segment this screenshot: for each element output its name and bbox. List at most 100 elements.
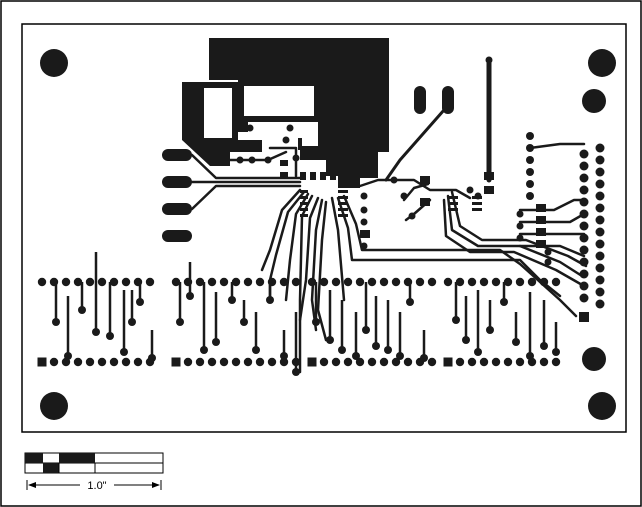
smd-pad: [484, 186, 494, 194]
via: [486, 326, 494, 334]
dip-pin: [415, 277, 425, 287]
dip-pin: [491, 277, 501, 287]
power-pour-center: [320, 84, 360, 160]
header-pin: [579, 161, 589, 171]
header-pin: [579, 185, 589, 195]
dip-pin: [515, 277, 525, 287]
dip-pin: [243, 277, 253, 287]
via: [282, 136, 290, 144]
mounting-hole-bottom-left: [40, 392, 68, 420]
header-pin: [579, 173, 589, 183]
dip-pin: [467, 277, 477, 287]
via: [516, 210, 524, 218]
dip-pin: [207, 277, 217, 287]
via: [360, 206, 368, 214]
mounting-holes: [40, 49, 616, 420]
header-pin: [595, 155, 605, 165]
mounting-hole-right-upper: [582, 89, 606, 113]
dip-pin: [133, 357, 143, 367]
smd-pad: [536, 228, 546, 236]
dip-pin: [171, 277, 181, 287]
dip-pin: [307, 277, 317, 287]
via: [360, 218, 368, 226]
dip-pin: [331, 357, 341, 367]
header-pin: [526, 132, 534, 140]
dip-pin: [255, 277, 265, 287]
header-pin: [579, 281, 589, 291]
dip-pin: [109, 277, 119, 287]
dip-pin: [319, 357, 329, 367]
via: [92, 328, 100, 336]
header-pin: [595, 191, 605, 201]
dip-pin: [267, 357, 277, 367]
via: [312, 318, 320, 326]
dip-pin: [467, 357, 477, 367]
via: [292, 154, 300, 162]
header-pin: [579, 293, 589, 303]
header-pin: [595, 239, 605, 249]
dip-pin: [391, 357, 401, 367]
via: [64, 352, 72, 360]
via: [236, 156, 244, 164]
dip-pin: [97, 357, 107, 367]
header-pin: [595, 143, 605, 153]
via: [360, 242, 368, 250]
via: [338, 346, 346, 354]
via: [390, 176, 398, 184]
board-outline: [21, 23, 627, 433]
dip-pin: [455, 357, 465, 367]
via: [372, 342, 380, 350]
header-pin: [595, 287, 605, 297]
via: [280, 352, 288, 360]
via: [466, 186, 474, 194]
via: [500, 298, 508, 306]
dip-pin: [455, 277, 465, 287]
smd-pad: [280, 160, 288, 166]
pour-cutouts: [204, 86, 318, 146]
dip-pin: [539, 357, 549, 367]
connector-pad: [162, 203, 192, 215]
via: [474, 192, 482, 200]
dip-pin: [343, 277, 353, 287]
scale-block: [25, 453, 43, 463]
dip-pin: [427, 277, 437, 287]
via: [384, 346, 392, 354]
header-pin: [579, 221, 589, 231]
dip-pin: [255, 357, 265, 367]
dip-pin: [491, 357, 501, 367]
dip-pin: [527, 277, 537, 287]
via: [148, 354, 156, 362]
via: [286, 124, 294, 132]
via: [352, 352, 360, 360]
via: [264, 156, 272, 164]
connector-pad: [162, 149, 192, 161]
dip-pin: [427, 357, 437, 367]
via: [248, 156, 256, 164]
dip-pin: [479, 357, 489, 367]
dip-pin: [121, 277, 131, 287]
header-pin: [595, 179, 605, 189]
dip-pin: [49, 357, 59, 367]
smd-pad: [280, 172, 288, 178]
via: [512, 338, 520, 346]
dip-pin: [391, 277, 401, 287]
header-pin: [595, 275, 605, 285]
via: [485, 56, 493, 64]
via: [360, 192, 368, 200]
via: [526, 352, 534, 360]
header-pin-square: [579, 312, 589, 322]
dip-pin: [231, 277, 241, 287]
smd-pad: [420, 176, 430, 184]
via: [516, 222, 524, 230]
dip-pin: [379, 277, 389, 287]
via: [78, 306, 86, 314]
header-pin: [579, 245, 589, 255]
dip-pin: [85, 357, 95, 367]
dip-pin: [551, 357, 561, 367]
header-pin: [595, 251, 605, 261]
scale-bar: 1.0": [24, 452, 164, 492]
via: [240, 318, 248, 326]
dip-pin: [219, 277, 229, 287]
header-pin: [526, 144, 534, 152]
dip-pin: [207, 357, 217, 367]
